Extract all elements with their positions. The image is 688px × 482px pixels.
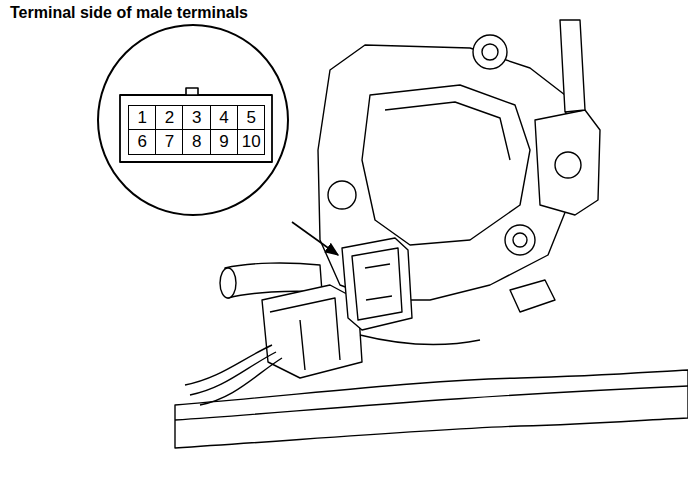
pipe — [560, 20, 585, 112]
pin-number: 4 — [219, 109, 228, 126]
hose — [175, 370, 688, 448]
wire — [185, 345, 272, 385]
wire — [190, 352, 276, 395]
clip — [510, 280, 555, 312]
terminal-cell: 4 — [210, 105, 239, 131]
figure-title: Terminal side of male terminals — [10, 4, 248, 22]
housing-edge — [385, 102, 510, 160]
connector-tab — [186, 88, 198, 95]
terminal-cell: 10 — [237, 129, 266, 155]
terminal-cell: 2 — [155, 105, 184, 131]
pin-number: 9 — [219, 133, 228, 150]
bolt — [482, 44, 498, 60]
pin-number: 7 — [165, 133, 174, 150]
pin-number: 3 — [192, 109, 201, 126]
terminal-cell: 6 — [128, 129, 157, 155]
wire — [360, 335, 480, 345]
tube-end — [220, 268, 236, 298]
bracket-hole — [555, 152, 581, 178]
connector-shell — [120, 95, 272, 162]
leader-arrow — [292, 222, 338, 255]
pin-number: 5 — [246, 109, 255, 126]
terminal-cell: 5 — [237, 105, 266, 131]
terminal-cell: 8 — [182, 129, 211, 155]
hose-line — [175, 386, 688, 420]
pin-number: 6 — [138, 133, 147, 150]
connector — [342, 238, 412, 330]
housing-face — [362, 85, 530, 245]
callout-circle — [98, 25, 288, 215]
terminal-cell: 7 — [155, 129, 184, 155]
terminal-cell: 1 — [128, 105, 157, 131]
bolt — [505, 225, 535, 255]
bolt — [473, 35, 507, 69]
pin-number: 1 — [138, 109, 147, 126]
bolt — [513, 233, 527, 247]
pin-number: 10 — [242, 133, 261, 150]
wire — [200, 358, 282, 405]
pin-number: 8 — [192, 133, 201, 150]
terminal-cell: 9 — [210, 129, 239, 155]
terminal-cell: 3 — [182, 105, 211, 131]
connector-face — [352, 248, 402, 320]
bolt — [328, 181, 356, 209]
pin-number: 2 — [165, 109, 174, 126]
connector-latch — [365, 264, 392, 300]
bracket — [535, 110, 600, 215]
